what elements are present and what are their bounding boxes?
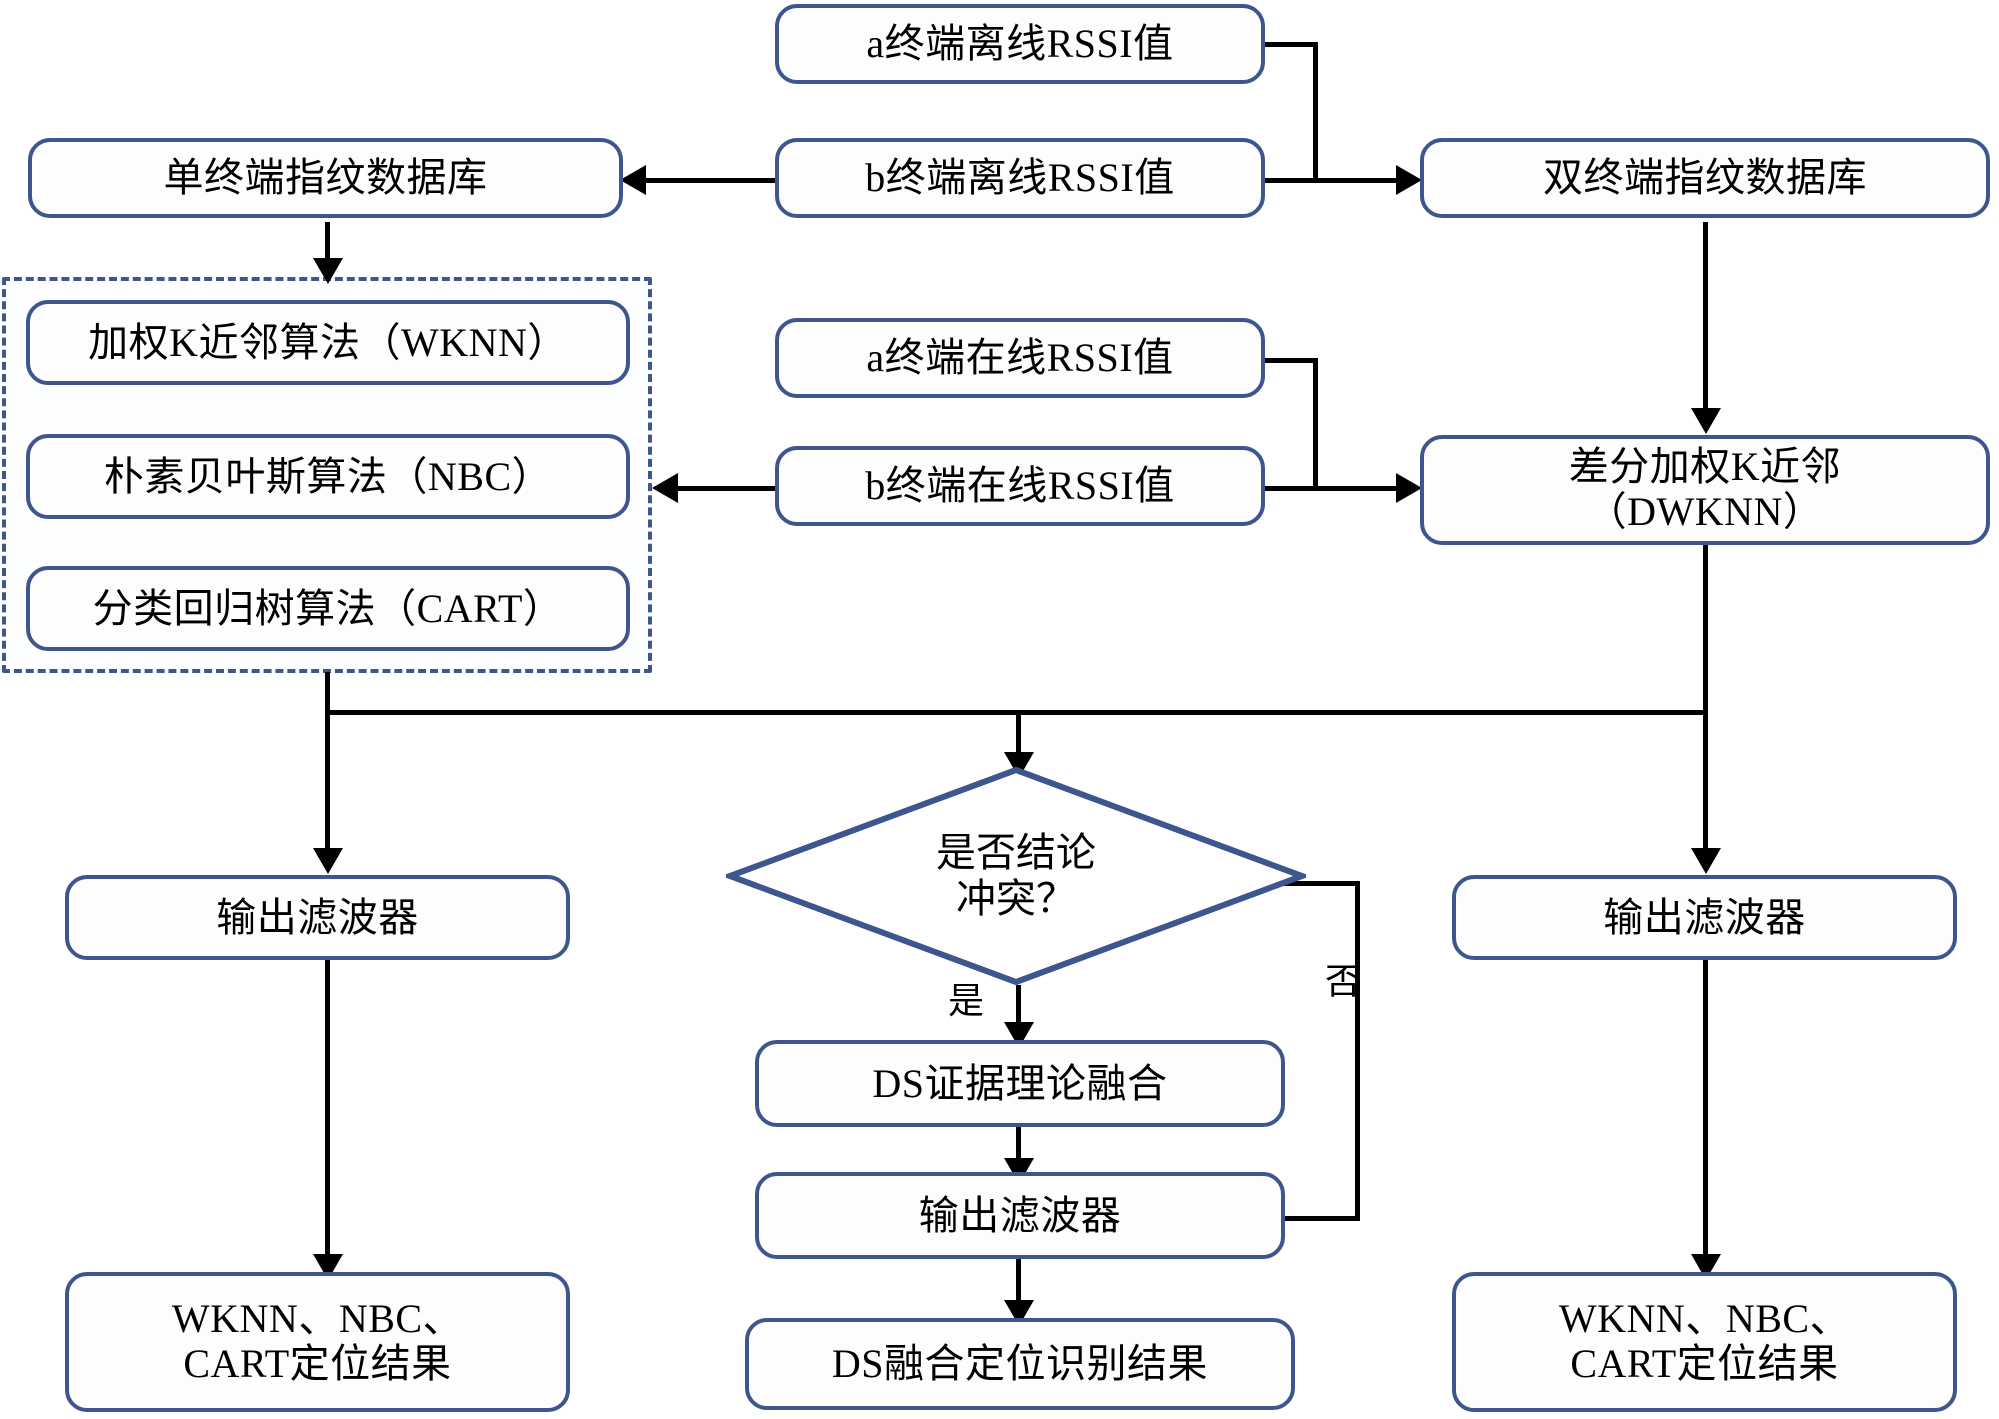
connector-online-b-to-algorithms — [668, 486, 778, 491]
node-result-left[interactable]: WKNN、NBC、 CART定位结果 — [65, 1272, 570, 1412]
edge-label-yes: 是 — [948, 981, 985, 1021]
node-dwknn[interactable]: 差分加权K近邻 （DWKNN） — [1420, 435, 1990, 545]
arrowhead-single-db-down — [313, 258, 343, 284]
connector-offline-a-right — [1262, 42, 1318, 47]
node-algorithm-wknn[interactable]: 加权K近邻算法（WKNN） — [26, 300, 630, 385]
connector-center-filter-to-result — [1016, 1259, 1021, 1317]
connector-bus-to-decision — [1016, 710, 1021, 766]
connector-decision-no-into-filter — [1270, 1216, 1360, 1221]
connector-right-filter-to-result — [1703, 960, 1708, 1270]
connector-bus-to-left-filter — [325, 710, 330, 860]
dwknn-label-line1: 差分加权K近邻 — [1568, 444, 1842, 490]
connector-online-a-down — [1313, 358, 1318, 488]
result-right-line2: CART定位结果 — [1570, 1341, 1839, 1386]
node-output-filter-left[interactable]: 输出滤波器 — [65, 875, 570, 960]
diamond-shape — [726, 766, 1306, 986]
node-online-rssi-b[interactable]: b终端在线RSSI值 — [775, 446, 1265, 526]
connector-algorithms-down — [325, 672, 330, 714]
node-online-rssi-a[interactable]: a终端在线RSSI值 — [775, 318, 1265, 398]
result-left-line2: CART定位结果 — [183, 1341, 452, 1386]
node-ds-evidence-fusion[interactable]: DS证据理论融合 — [755, 1040, 1285, 1127]
connector-decision-no-top — [1226, 881, 1360, 886]
connector-offline-b-to-single-db — [636, 178, 778, 183]
node-dual-terminal-fingerprint-db[interactable]: 双终端指纹数据库 — [1420, 138, 1990, 218]
arrowhead-to-dual-db — [1396, 165, 1422, 195]
node-single-terminal-fingerprint-db[interactable]: 单终端指纹数据库 — [28, 138, 623, 218]
node-offline-rssi-a[interactable]: a终端离线RSSI值 — [775, 4, 1265, 84]
arrowhead-to-algorithms — [652, 473, 678, 503]
node-output-filter-center[interactable]: 输出滤波器 — [755, 1172, 1285, 1259]
arrowhead-left-filter — [313, 848, 343, 874]
connector-offline-a-down — [1313, 42, 1318, 180]
connector-decision-yes — [1016, 985, 1021, 1040]
connector-online-b-to-dwknn — [1262, 486, 1410, 491]
connector-dwknn-down — [1703, 545, 1708, 714]
node-result-right[interactable]: WKNN、NBC、 CART定位结果 — [1452, 1272, 1957, 1412]
node-algorithm-nbc[interactable]: 朴素贝叶斯算法（NBC） — [26, 434, 630, 519]
arrowhead-to-single-db — [620, 165, 646, 195]
node-offline-rssi-b[interactable]: b终端离线RSSI值 — [775, 138, 1265, 218]
connector-ds-to-filter — [1016, 1127, 1021, 1172]
result-left-line1: WKNN、NBC、 — [171, 1296, 464, 1342]
arrowhead-dual-db-down — [1691, 408, 1721, 434]
connector-online-a-right — [1262, 358, 1318, 363]
node-result-center[interactable]: DS融合定位识别结果 — [745, 1318, 1295, 1410]
arrowhead-right-filter — [1691, 848, 1721, 874]
dwknn-label-line2: （DWKNN） — [1586, 489, 1824, 534]
node-output-filter-right[interactable]: 输出滤波器 — [1452, 875, 1957, 960]
node-decision-conflict[interactable]: 是否结论 冲突？ — [726, 766, 1306, 986]
connector-single-db-down — [325, 222, 330, 278]
connector-dual-db-down — [1703, 222, 1708, 418]
connector-decision-no-down — [1355, 881, 1360, 1219]
connector-bus-to-right-filter — [1703, 710, 1708, 860]
connector-left-filter-to-result — [325, 960, 330, 1270]
edge-label-no: 否 — [1320, 962, 1360, 998]
arrowhead-to-dwknn — [1396, 473, 1422, 503]
result-right-line1: WKNN、NBC、 — [1558, 1296, 1851, 1342]
connector-offline-b-to-dual-db — [1262, 178, 1410, 183]
node-algorithm-cart[interactable]: 分类回归树算法（CART） — [26, 566, 630, 651]
